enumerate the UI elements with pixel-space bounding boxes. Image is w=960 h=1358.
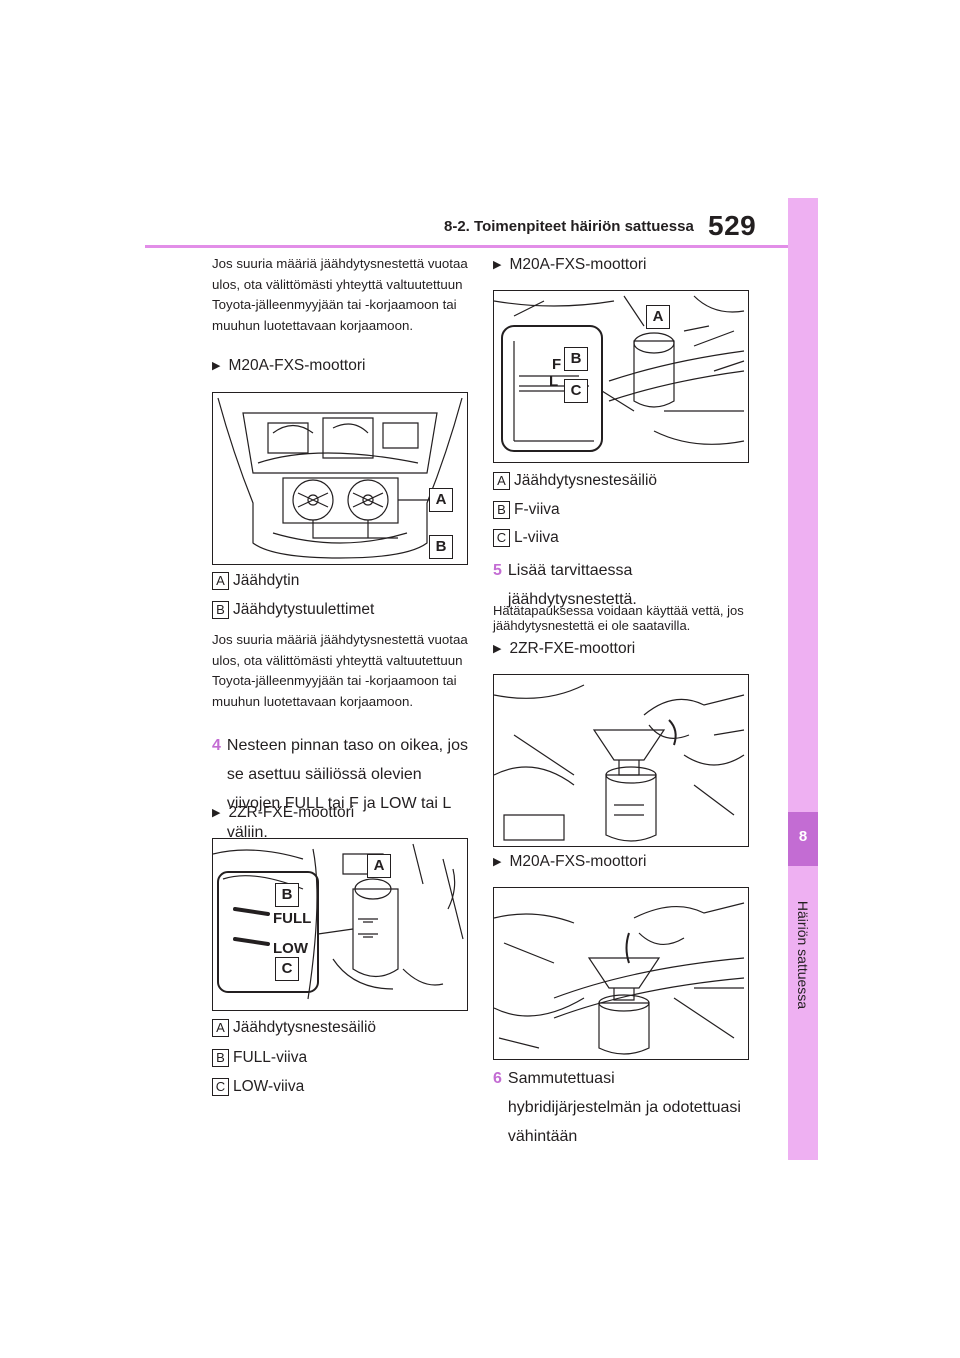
fig5-heading: ▶M20A-FXS-moottori: [493, 853, 647, 870]
triangle-bullet-icon: ▶: [493, 643, 502, 655]
reservoir-m20a-illustration: F L: [494, 295, 745, 452]
step-number: 6: [493, 1070, 502, 1087]
header-rule: [145, 245, 788, 248]
l-mark: L: [549, 373, 558, 390]
f-mark: F: [552, 356, 561, 373]
filling-m20a-illustration: [494, 902, 745, 1055]
engine-bay-illustration: [217, 397, 463, 559]
fig4-heading: ▶2ZR-FXE-moottori: [493, 640, 636, 657]
filling-2zr-illustration: [494, 684, 745, 842]
triangle-bullet-icon: ▶: [493, 856, 502, 868]
step-5: 5 Lisää tarvittaessa jäähdytysnestettä.: [493, 556, 749, 614]
callout-b: B: [564, 347, 588, 371]
chapter-tab-bar: [788, 198, 818, 1160]
callout-b: B: [275, 883, 299, 907]
callout-a: A: [367, 854, 391, 878]
callout-a: A: [429, 488, 453, 512]
figure-reservoir-m20a: F L A B C: [493, 290, 749, 463]
warning-paragraph: Jos suuria määriä jäähdytysnestettä vuot…: [212, 632, 468, 709]
triangle-bullet-icon: ▶: [493, 259, 502, 271]
chapter-tab: [788, 812, 818, 866]
section-title: 8-2. Toimenpiteet häiriön sattuessa: [444, 218, 694, 235]
step-4: 4 Nesteen pinnan taso on oikea, jos se a…: [212, 731, 468, 847]
reservoir-illustration: FULL LOW: [213, 843, 464, 1000]
figure-fill-2zr: [493, 674, 749, 847]
callout-c: C: [275, 957, 299, 981]
callout-c: C: [564, 379, 588, 403]
step-number: 5: [493, 562, 502, 579]
low-mark: LOW: [273, 940, 309, 957]
figure-radiator: A B: [212, 392, 468, 565]
fig3-heading: ▶M20A-FXS-moottori: [493, 256, 647, 273]
chapter-label: Häiriön sattuessa: [795, 900, 811, 1010]
triangle-bullet-icon: ▶: [212, 360, 221, 372]
step-number: 4: [212, 737, 221, 754]
fig2-heading: ▶2ZR-FXE-moottori: [212, 804, 355, 821]
intro-paragraph: Jos suuria määriä jäähdytysnestettä vuot…: [212, 256, 468, 333]
note-paragraph: Hätätapauksessa voidaan käyttää vettä, j…: [493, 603, 744, 633]
full-mark: FULL: [273, 910, 311, 927]
callout-b: B: [429, 535, 453, 559]
figure-fill-m20a: [493, 887, 749, 1060]
step-6: 6 Sammutettuasi hybridijärjestelmän ja o…: [493, 1064, 749, 1151]
triangle-bullet-icon: ▶: [212, 807, 221, 819]
fig1-heading: ▶M20A-FXS-moottori: [212, 357, 366, 374]
chapter-number: 8: [798, 828, 808, 845]
figure-reservoir-2zr: FULL LOW A B C: [212, 838, 468, 1011]
page-number: 529: [708, 210, 757, 241]
callout-a: A: [646, 305, 670, 329]
